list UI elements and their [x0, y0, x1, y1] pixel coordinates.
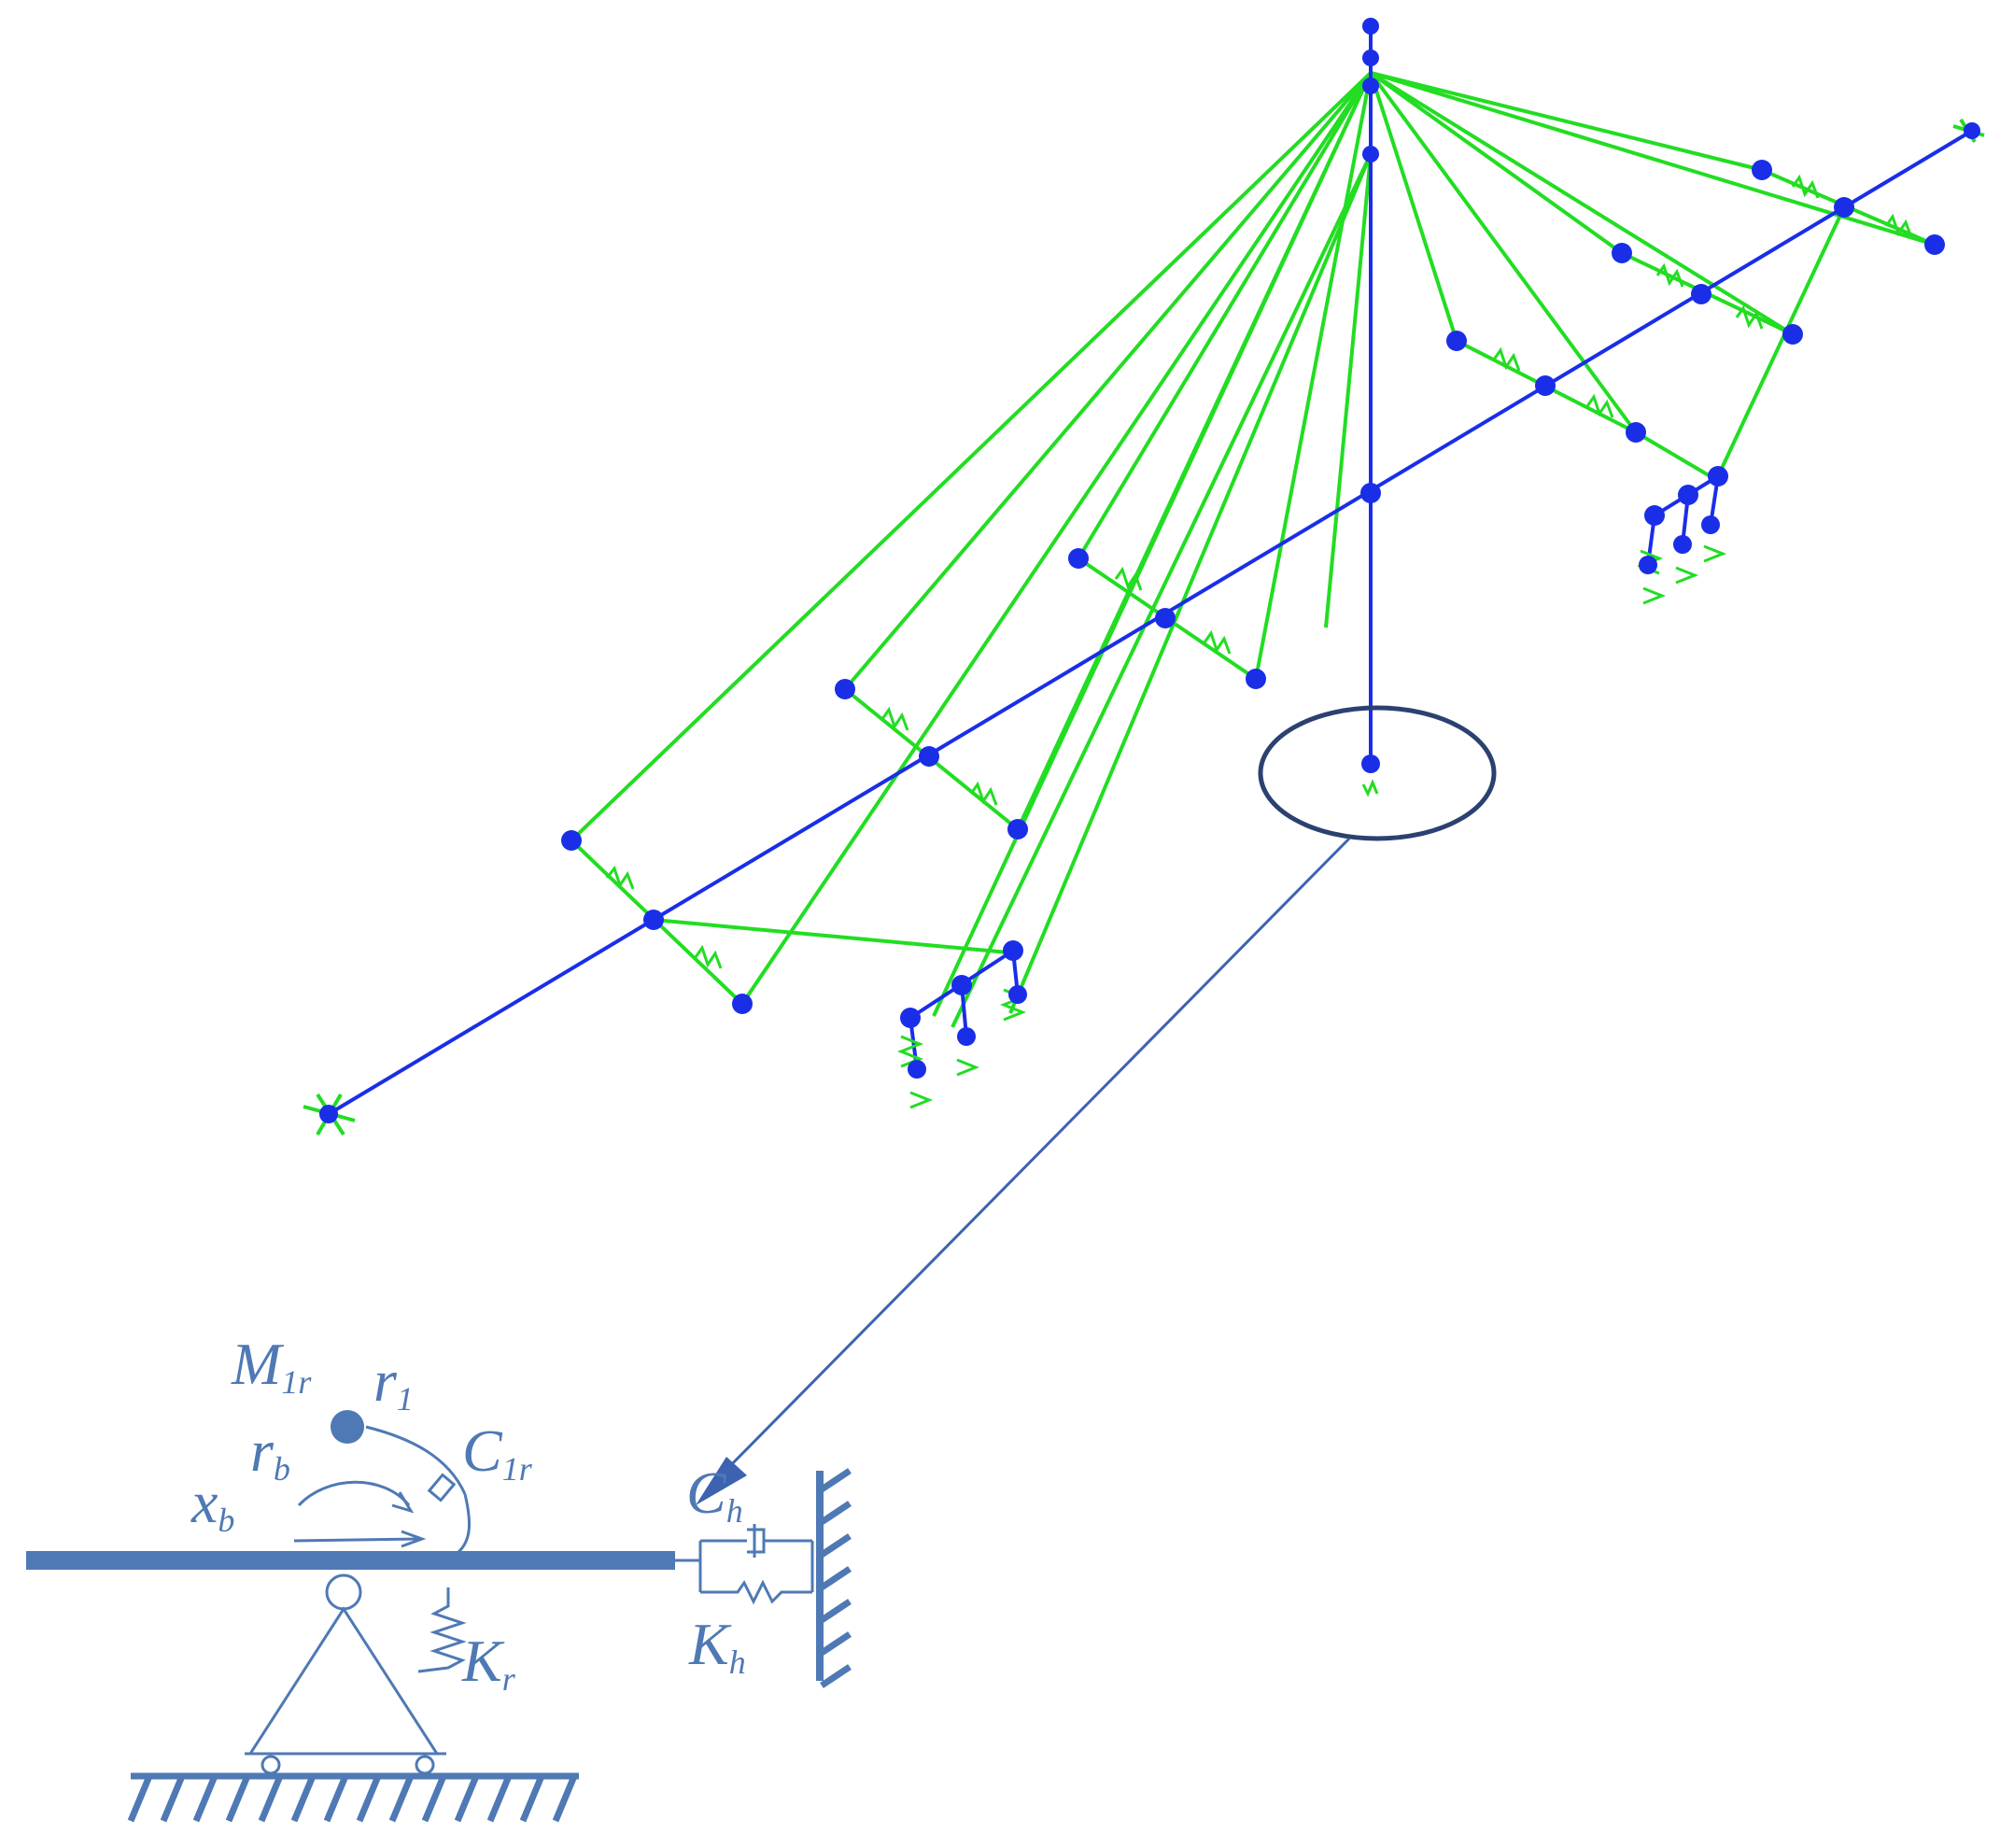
model-nodes: [319, 18, 1980, 1123]
support-triangle: [247, 1606, 440, 1756]
label-c1r: C1r: [462, 1418, 533, 1488]
label-kh: Kh: [688, 1611, 746, 1681]
rb-arrow: [297, 1480, 411, 1507]
damper-c1r: [427, 1473, 457, 1502]
zoom-pointer-arrow: [717, 837, 1351, 1479]
deck-and-pylon: [327, 26, 1974, 1116]
bridge-deck: [327, 129, 1974, 1116]
rotational-spring: [417, 1587, 467, 1673]
label-m1r: M1r: [231, 1331, 312, 1401]
label-kr: Kr: [461, 1628, 516, 1698]
label-rb: rb: [250, 1418, 290, 1488]
ground-hatching: [127, 1774, 578, 1823]
cable-springs: [605, 174, 1913, 969]
label-xb: xb: [190, 1469, 234, 1539]
zoom-ellipse: [1258, 705, 1497, 841]
arrowhead-icon: [696, 1457, 747, 1505]
deck-beam: [26, 1551, 675, 1570]
support-pin: [325, 1573, 362, 1611]
mass-m1r: [331, 1410, 364, 1444]
xb-arrow: [293, 1537, 421, 1543]
wall-hatching: [820, 1468, 852, 1688]
r1-arc: [365, 1425, 467, 1495]
label-r1: r1: [373, 1347, 414, 1418]
bridge-model: [303, 18, 1985, 1505]
model-labels: M1r r1 C1r rb xb Ch Kh Kr: [190, 1331, 746, 1698]
lumped-model: [26, 1410, 852, 1823]
spring-kh: [700, 1579, 812, 1605]
stay-cables: [303, 71, 1985, 1136]
label-ch: Ch: [686, 1460, 743, 1530]
